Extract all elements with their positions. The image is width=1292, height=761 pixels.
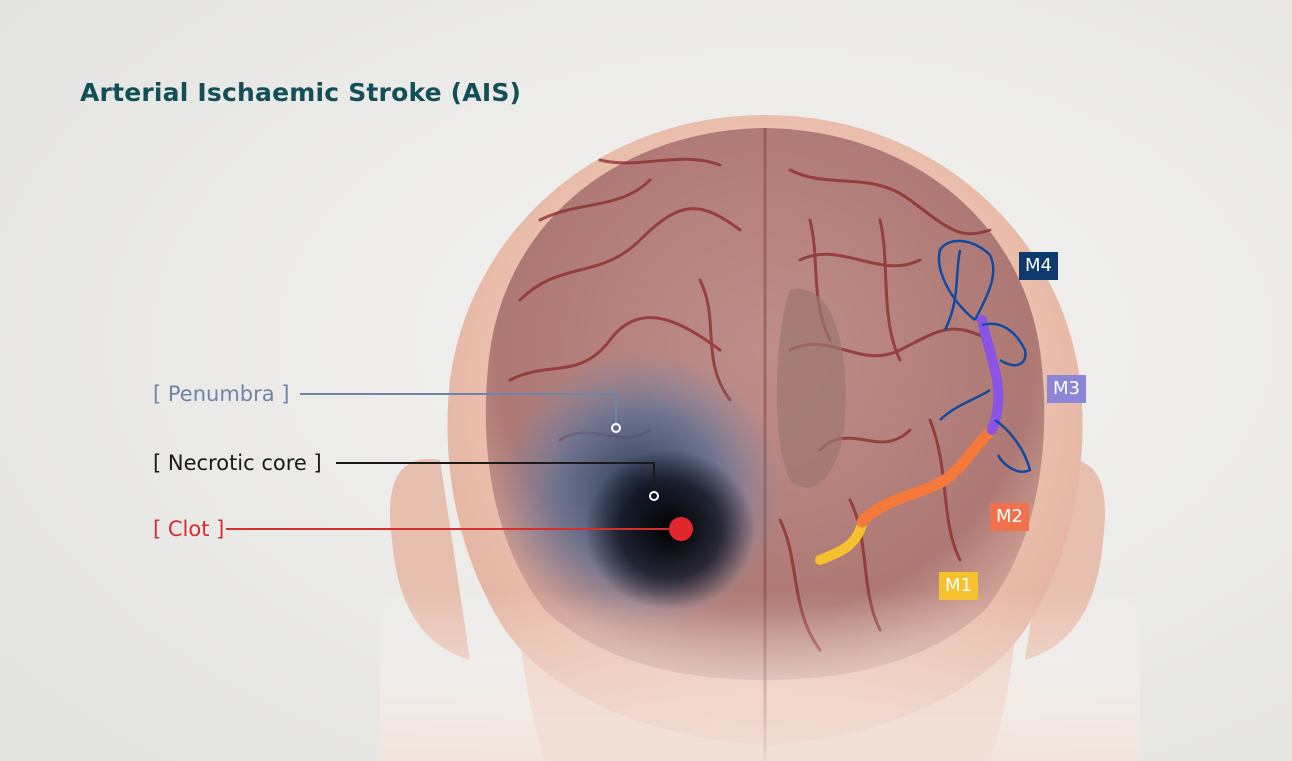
lower-fade <box>380 590 1140 761</box>
clot-marker <box>669 517 693 541</box>
necrotic-core-label: [ Necrotic core ] <box>153 451 322 475</box>
m4-tag: M4 <box>1019 252 1058 280</box>
penumbra-label: [ Penumbra ] <box>153 382 289 406</box>
m2-tag: M2 <box>990 503 1029 531</box>
clot-label: [ Clot ] <box>153 517 224 541</box>
m1-tag: M1 <box>939 572 978 600</box>
page-title: Arterial Ischaemic Stroke (AIS) <box>80 78 521 107</box>
m3-tag: M3 <box>1047 375 1086 403</box>
